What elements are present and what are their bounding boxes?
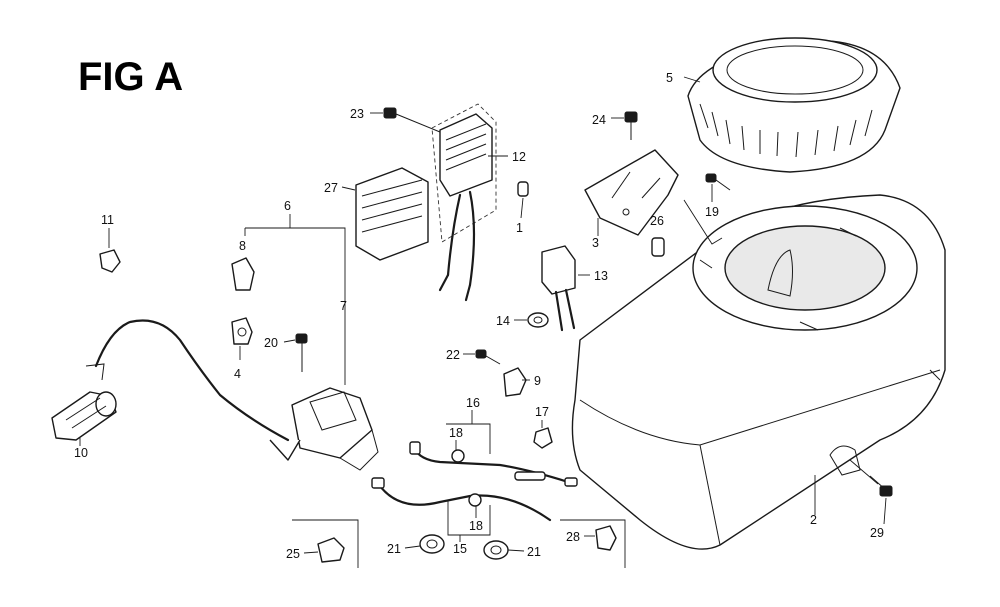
clamp-17-part: [533, 427, 553, 449]
part-label-20: 20: [264, 336, 278, 350]
part-label-9: 9: [534, 374, 541, 388]
part-label-21b: 21: [527, 545, 541, 559]
part-label-12: 12: [512, 150, 526, 164]
part-label-11: 11: [101, 213, 114, 227]
part-label-18a: 18: [449, 426, 463, 440]
part-label-18b: 18: [469, 519, 483, 533]
part-label-23: 23: [350, 107, 364, 121]
rectifier-part: [431, 103, 497, 302]
grommet-8-part: [231, 257, 255, 291]
part-label-1: 1: [516, 221, 523, 235]
clip-11-part: [99, 249, 121, 273]
part-label-19: 19: [705, 205, 719, 219]
module-13-part: [541, 245, 576, 332]
part-label-10: 10: [74, 446, 88, 460]
part-label-16: 16: [466, 396, 480, 410]
part-label-29: 29: [870, 526, 884, 540]
part-label-15: 15: [453, 542, 467, 556]
screw-22-part: [475, 349, 501, 365]
screw-19-part: [705, 173, 731, 191]
starter-cover-part: [687, 37, 901, 173]
part-label-13: 13: [594, 269, 608, 283]
part-label-24: 24: [592, 113, 606, 127]
clip-9-part: [503, 367, 527, 397]
clamp-21-part: [419, 534, 509, 560]
part-label-22: 22: [446, 348, 460, 362]
part-label-17: 17: [535, 405, 549, 419]
part-label-4: 4: [234, 367, 241, 381]
ignition-coil-part: [269, 387, 379, 471]
part-label-28: 28: [566, 530, 580, 544]
spark-plug-cap-part: [51, 391, 117, 441]
part-label-26: 26: [650, 214, 664, 228]
spacer-26-part: [651, 237, 665, 257]
part-label-5: 5: [666, 71, 673, 85]
bolt-23-part: [383, 107, 441, 133]
bolt-24-part: [624, 111, 638, 140]
part-label-2: 2: [810, 513, 817, 527]
figure-title: FIG A: [78, 55, 183, 99]
part-label-7: 7: [340, 299, 347, 313]
clip-25-part: [317, 537, 345, 563]
wire-harness-part: [371, 441, 578, 522]
fan-shroud-part: [571, 194, 946, 550]
part-label-6: 6: [284, 199, 291, 213]
part-label-14: 14: [496, 314, 510, 328]
bracket-part: [584, 149, 679, 236]
grommet-14-part: [527, 312, 549, 328]
part-label-27: 27: [324, 181, 338, 195]
part-label-8: 8: [239, 239, 246, 253]
regulator-part: [355, 167, 429, 261]
bolt-29-part: [869, 475, 893, 497]
nut-1-part: [517, 181, 529, 197]
bolt-20-part: [295, 333, 308, 372]
clip-28-part: [595, 525, 617, 551]
grommet-4-part: [231, 317, 253, 345]
part-label-25: 25: [286, 547, 300, 561]
part-label-3: 3: [592, 236, 599, 250]
part-label-21a: 21: [387, 542, 401, 556]
